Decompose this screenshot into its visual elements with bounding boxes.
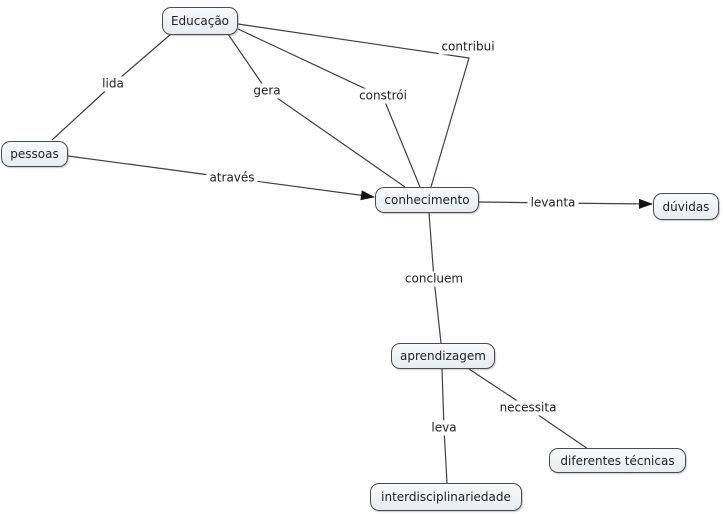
edge-label-atraves[interactable]: através [206,170,258,186]
node-diferentes-tecnicas[interactable]: diferentes técnicas [549,448,686,473]
edge-label-gera[interactable]: gera [250,83,284,99]
edge-label-necessita[interactable]: necessita [496,400,560,416]
node-conhecimento[interactable]: conhecimento [375,187,479,213]
edge-label-contribui[interactable]: contribui [438,39,498,55]
node-interdisciplinariedade[interactable]: interdisciplinariedade [370,483,522,511]
node-aprendizagem[interactable]: aprendizagem [391,343,495,369]
edge-label-concluem[interactable]: concluem [401,271,467,287]
edge-line-contribui [237,23,470,188]
edge-label-levanta[interactable]: levanta [527,195,579,211]
node-pessoas[interactable]: pessoas [1,141,68,167]
edge-label-lida[interactable]: lida [99,76,127,92]
node-duvidas[interactable]: dúvidas [653,193,719,220]
edge-label-leva[interactable]: leva [428,420,460,436]
edge-line-constroi [237,28,421,188]
node-educacao[interactable]: Educação [162,7,238,35]
edge-label-constroi[interactable]: constrói [356,88,410,104]
edge-line-gera [227,33,406,188]
